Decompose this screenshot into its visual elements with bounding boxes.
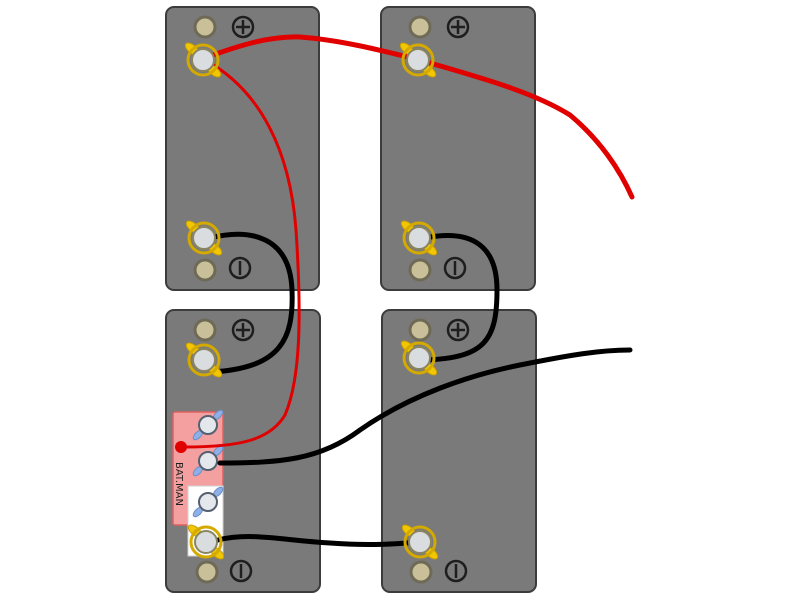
- post-top-left-minus: [193, 258, 217, 282]
- positive-sense-wire: [183, 58, 301, 449]
- minus-symbol-icon: [228, 256, 252, 280]
- battery-top-left: [165, 6, 320, 291]
- link-wire-bottom: [215, 534, 423, 548]
- negative-wire-output: [217, 347, 633, 466]
- plus-symbol-icon: [231, 318, 255, 342]
- battery-monitor-label: BAT.MAN: [173, 462, 184, 506]
- link-wire-right: [422, 233, 500, 363]
- plus-symbol-icon: [446, 318, 470, 342]
- link-wire-left: [207, 231, 295, 375]
- post-bottom-right-minus: [409, 560, 433, 584]
- post-bottom-left-minus: [195, 560, 219, 584]
- monitor-indicator-dot: [175, 441, 187, 453]
- post-top-left-plus: [193, 15, 217, 39]
- battery-bottom-right: [381, 309, 537, 593]
- post-bottom-right-plus: [408, 318, 432, 342]
- post-top-right-minus: [408, 258, 432, 282]
- minus-symbol-icon: [229, 559, 253, 583]
- battery-top-right: [380, 6, 536, 291]
- post-top-right-plus: [408, 15, 432, 39]
- plus-symbol-icon: [446, 15, 470, 39]
- plus-symbol-icon: [231, 15, 255, 39]
- post-bottom-left-plus: [193, 318, 217, 342]
- minus-symbol-icon: [443, 256, 467, 280]
- minus-symbol-icon: [444, 559, 468, 583]
